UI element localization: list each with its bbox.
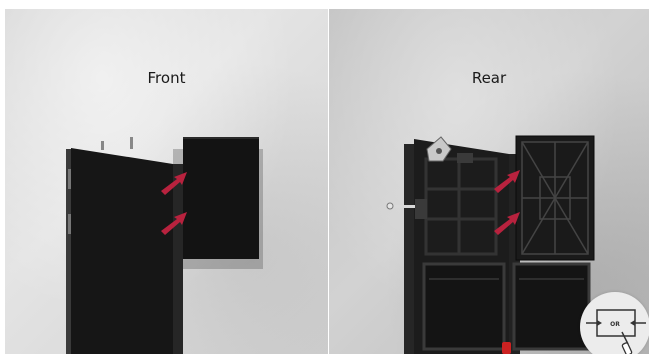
module-lattice [522, 142, 588, 254]
top-pin [101, 141, 104, 150]
top-pin [130, 137, 133, 149]
front-module [183, 137, 259, 259]
cabinet-side-frame [404, 144, 414, 354]
front-panel: Front [5, 9, 328, 354]
lower-right-section [514, 264, 589, 349]
latch-screw [436, 148, 442, 154]
module-top-edge [183, 137, 259, 139]
lower-left-section [424, 264, 504, 349]
rod-mount [415, 199, 427, 219]
front-cabinet-illustration [5, 9, 328, 354]
module-slot [173, 164, 183, 354]
latch-block [457, 153, 473, 163]
tool-badge: OR [580, 292, 649, 354]
red-handle [502, 342, 511, 354]
badge-or-text: OR [580, 321, 649, 328]
frame-clip [68, 169, 71, 189]
rod-knob [387, 203, 393, 209]
front-cabinet [71, 148, 173, 354]
rear-panel: Rear [329, 9, 649, 354]
frame-clip [68, 214, 71, 234]
